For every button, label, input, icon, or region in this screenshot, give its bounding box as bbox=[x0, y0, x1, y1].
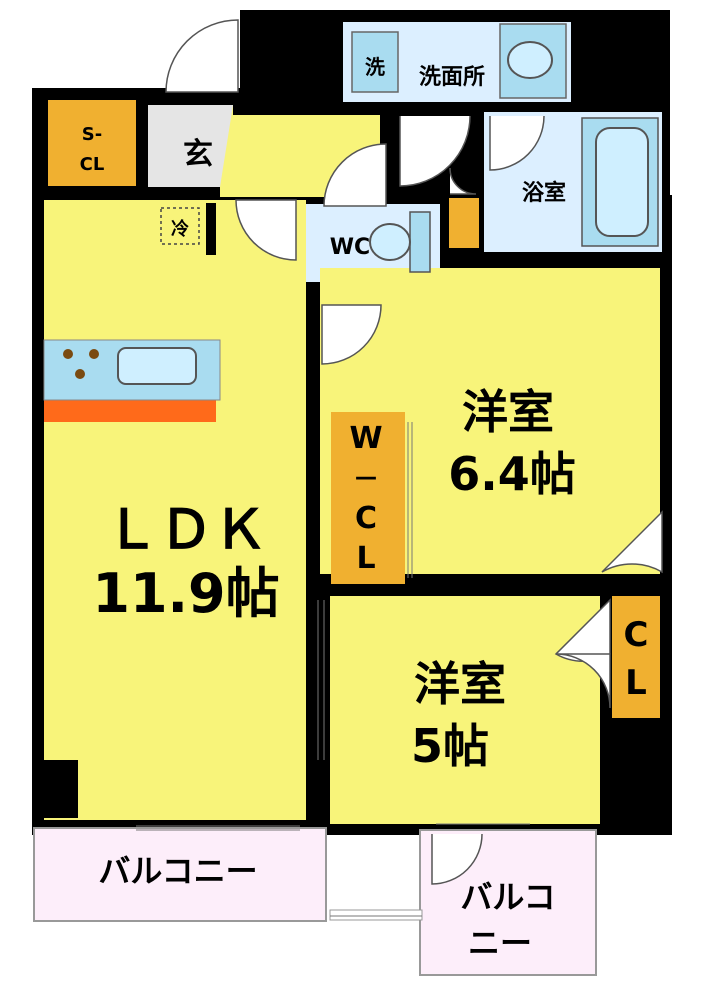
fridge-label: 冷 bbox=[171, 218, 189, 240]
entrance-step bbox=[220, 105, 233, 187]
walkin-closet-label-4: L bbox=[356, 541, 375, 576]
stove-burner-icon bbox=[75, 369, 85, 379]
ldk-area bbox=[44, 200, 306, 820]
walkin-closet-label-2: － bbox=[353, 465, 379, 495]
balcony-left-area bbox=[33, 827, 327, 922]
bath-label: 浴室 bbox=[522, 180, 566, 206]
balcony-right-label-2: ニー bbox=[468, 924, 532, 962]
sc-closet-label-2: CL bbox=[80, 154, 105, 175]
door-swings bbox=[165, 19, 663, 885]
stove-burner-icon bbox=[63, 349, 73, 359]
toilet-icon bbox=[369, 211, 431, 273]
small-closet bbox=[449, 198, 479, 248]
ldk-size-label: 11.9帖 bbox=[92, 562, 279, 625]
basin-icon bbox=[507, 41, 553, 79]
wc-label: WC bbox=[330, 235, 370, 260]
balcony-sill bbox=[329, 909, 423, 921]
balcony-right-label-1: バルコ bbox=[460, 878, 555, 916]
western-room-a-name: 洋室 bbox=[462, 385, 554, 439]
walkin-closet-label-1: W bbox=[349, 421, 382, 456]
entrance-area bbox=[148, 105, 233, 187]
western-room-a-size: 6.4帖 bbox=[448, 447, 576, 501]
walkin-closet-label-3: C bbox=[355, 501, 377, 536]
washroom-label: 洗面所 bbox=[419, 65, 485, 90]
sink-icon bbox=[117, 347, 197, 385]
western-room-b-size: 5帖 bbox=[411, 719, 489, 773]
washer-label: 洗 bbox=[365, 55, 385, 79]
window-marks bbox=[136, 422, 530, 917]
washer-space bbox=[351, 31, 399, 93]
western-room-b-name: 洋室 bbox=[414, 657, 506, 711]
closet-label-2: L bbox=[625, 663, 647, 703]
sc-closet-area bbox=[48, 100, 136, 186]
closet-area bbox=[612, 596, 660, 718]
western-room-b-area bbox=[330, 596, 600, 824]
sc-closet-label-1: S- bbox=[82, 124, 102, 145]
entrance-label: 玄 bbox=[183, 137, 213, 172]
fridge-space bbox=[160, 207, 200, 245]
kitchen-counter bbox=[43, 339, 221, 422]
walkin-closet-area bbox=[331, 412, 405, 584]
stove-burner-icon bbox=[89, 349, 99, 359]
column bbox=[44, 760, 78, 818]
closet-label-1: C bbox=[624, 615, 649, 655]
ldk-name-label: ＬＤＫ bbox=[105, 498, 267, 561]
balcony-left-label: バルコニー bbox=[98, 852, 257, 890]
wall-stub bbox=[206, 203, 216, 255]
